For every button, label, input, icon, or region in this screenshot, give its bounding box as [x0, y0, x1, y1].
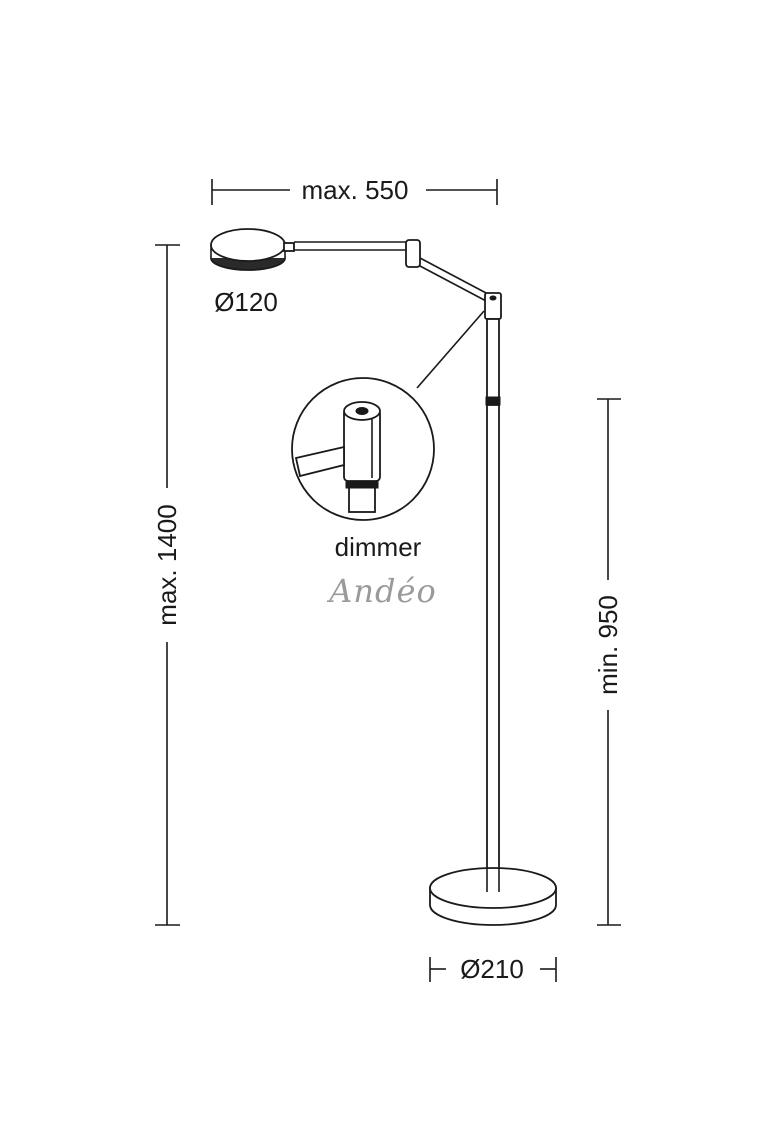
reach-dimension: max. 550: [211, 175, 498, 205]
dimmer-knob-cap: [489, 295, 497, 301]
dimmer-detail: dimmer: [291, 310, 485, 562]
detail-knob-hole: [355, 407, 369, 415]
base-dimension: Ø210: [429, 954, 557, 984]
height-min-dimension: min. 950: [593, 398, 623, 926]
lower-arm-bottom: [419, 265, 489, 303]
head-connector: [283, 242, 295, 252]
lamp-head-top: [210, 228, 286, 262]
height-max-dimension: max. 1400: [152, 244, 182, 926]
lamp-arms: [283, 239, 489, 303]
stem-foot-fill: [487, 870, 499, 892]
lamp-base: [429, 867, 557, 926]
dimmer-leader-line: [416, 310, 485, 389]
height-max-label: max. 1400: [152, 504, 182, 625]
brand-watermark: Andéo: [326, 572, 436, 610]
stem-coupling: [485, 396, 501, 406]
lower-arm-top: [419, 257, 489, 295]
lamp-head: Ø120: [210, 228, 286, 317]
height-min-label: min. 950: [593, 595, 623, 695]
upper-stem: [486, 318, 500, 400]
lower-stem: [486, 404, 500, 893]
reach-label: max. 550: [302, 175, 409, 205]
lamp-stem: [484, 292, 502, 893]
elbow-joint: [405, 239, 421, 268]
dimmer-label: dimmer: [335, 532, 422, 562]
detail-arm-stub: [294, 445, 345, 478]
base-diameter-label: Ø210: [460, 954, 524, 984]
head-diameter-label: Ø120: [214, 287, 278, 317]
